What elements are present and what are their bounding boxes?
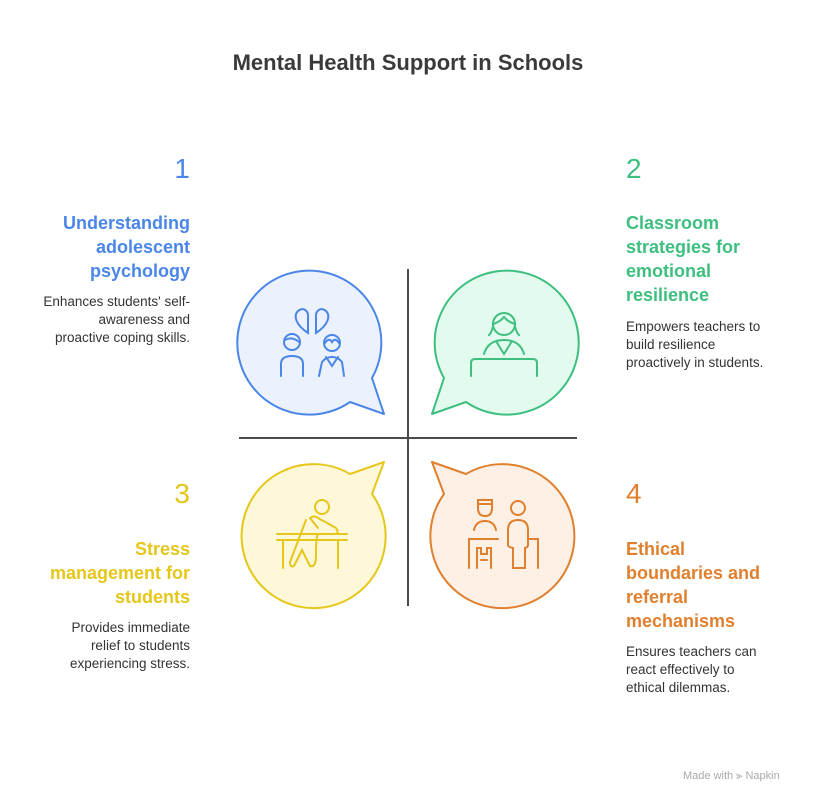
item-4-heading: Ethical boundaries and referral mechanis… bbox=[626, 539, 761, 631]
bubble-3 bbox=[240, 461, 387, 610]
item-1-number: 1 bbox=[174, 153, 190, 184]
page-title: Mental Health Support in Schools bbox=[232, 50, 584, 75]
item-1-heading: Understanding adolescent psychology bbox=[62, 213, 190, 281]
item-2-description: Empowers teachers to build resilience pr… bbox=[626, 319, 764, 370]
item-2-number: 2 bbox=[626, 153, 642, 184]
item-3-heading: Stress management for students bbox=[49, 539, 190, 607]
bubble-1 bbox=[236, 269, 385, 416]
made-with-label: Made with bbox=[683, 770, 734, 782]
bubble-2 bbox=[431, 269, 580, 416]
two-students-icon bbox=[280, 308, 345, 377]
counselor-and-student-icon bbox=[468, 499, 539, 569]
brand-label: Napkin bbox=[745, 770, 780, 782]
item-4-description: Ensures teachers can react effectively t… bbox=[626, 644, 757, 695]
item-1-description: Enhances students' self-awareness and pr… bbox=[43, 294, 190, 345]
student-at-desk-icon bbox=[276, 499, 348, 569]
item-3-number: 3 bbox=[174, 478, 190, 509]
teacher-at-desk-icon bbox=[470, 312, 538, 377]
napkin-logo-icon: ⫸ bbox=[736, 770, 743, 782]
item-2-heading: Classroom strategies for emotional resil… bbox=[626, 213, 741, 305]
napkin-credit[interactable]: Made with ⫸ Napkin bbox=[683, 770, 780, 783]
item-3-description: Provides immediate relief to students ex… bbox=[69, 620, 190, 671]
item-4-number: 4 bbox=[626, 478, 642, 509]
bubble-4 bbox=[429, 461, 576, 610]
